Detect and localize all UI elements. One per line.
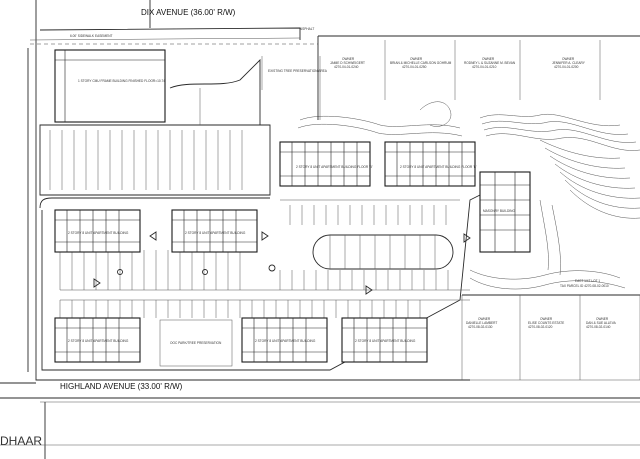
sidewalk-easement-label: 6.00' SIDEWALK EASEMENT — [70, 34, 113, 38]
building-b5: 2 STORY 8 UNIT APARTMENT BUILDING FLOOR … — [384, 141, 477, 187]
owner-4-parcel: 4270-04-01-0200 — [554, 65, 579, 69]
building-b1: 2 STORY 8 UNIT APARTMENT BUILDING FLOOR … — [279, 141, 373, 187]
building-b4-label: 2 STORY 8 UNIT APARTMENT BUILDING — [68, 339, 129, 343]
property-boundary — [27, 0, 640, 381]
north-road-label: DIX AVENUE (36.00' R/W) — [141, 8, 236, 17]
building-b3: 2 STORY 8 UNIT APARTMENT BUILDING — [171, 209, 258, 253]
owner-2-parcel: 4270-04-01-0250 — [402, 65, 427, 69]
building-b6: 2 STORY 8 UNIT APARTMENT BUILDING — [241, 317, 328, 363]
preservation-label: EXISTING TREE PRESERVATION AREA — [268, 69, 328, 73]
owner-7-title: OWNER — [596, 317, 609, 321]
owner-5-name: DANIELLE LAMBERT — [466, 321, 497, 325]
building-b6-label: 2 STORY 8 UNIT APARTMENT BUILDING — [255, 339, 316, 343]
north-parcels — [317, 36, 601, 120]
south-road-label: HIGHLAND AVENUE (33.00' R/W) — [60, 382, 183, 391]
owner-2-name: BRIAN & MICHELLE CARLSON GOHRUM — [390, 61, 452, 65]
building-b5-label: 2 STORY 8 UNIT APARTMENT BUILDING FLOOR … — [400, 165, 477, 169]
building-b7: 2 STORY 8 UNIT APARTMENT BUILDING — [341, 317, 428, 363]
owner-1-parcel: 4270-04-01-0240 — [334, 65, 359, 69]
traffic-arrows — [93, 231, 471, 295]
owner-3-title: OWNER — [482, 57, 495, 61]
parcel-note-label: TAX PARCEL ID 4270-08-02-0010 — [560, 284, 609, 288]
asphalt-label: ASPHALT — [300, 27, 314, 31]
owner-4-name: JENNIFER A. CLEARY — [552, 61, 586, 65]
owner-3-name: RODNEY L & SUZANNE M. BEVAN — [464, 61, 516, 65]
center-island — [312, 234, 454, 270]
grading-contours — [297, 101, 640, 290]
owner-5-title: OWNER — [478, 317, 491, 321]
building-b4: 2 STORY 8 UNIT APARTMENT BUILDING — [54, 317, 141, 363]
owner-labels: OWNER JAMIE D SCHWEIGERT 4270-04-01-0240… — [330, 57, 617, 329]
owner-7-name: DAN & SUE ALLEVA — [586, 321, 617, 325]
building-b3-label: 2 STORY 8 UNIT APARTMENT BUILDING — [185, 231, 246, 235]
owner-6-name: ELISE COUNTS ESTATE — [528, 321, 564, 325]
owner-4-title: OWNER — [562, 57, 575, 61]
owner-6-title: OWNER — [540, 317, 553, 321]
east-lot-label: EAST 1/4T LOT 1 — [575, 279, 600, 283]
building-b2-label: 2 STORY 8 UNIT APARTMENT BUILDING — [68, 231, 129, 235]
owner-1-name: JAMIE D SCHWEIGERT — [330, 61, 365, 65]
building-b7-label: 2 STORY 8 UNIT APARTMENT BUILDING — [355, 339, 416, 343]
owner-2-title: OWNER — [410, 57, 423, 61]
owner-3-parcel: 4270-04-01-0210 — [472, 65, 497, 69]
owner-6-parcel: 4270-08-02-0120 — [528, 325, 553, 329]
southeast-parcels — [461, 294, 640, 381]
owner-5-parcel: 4270-08-02-0130 — [468, 325, 493, 329]
existing-building: 1 STORY CMU FRAME BUILDING FINISHED FLOO… — [54, 49, 166, 123]
park-label: OOC PARK/TREE PRESERVATION — [170, 341, 222, 345]
park-preservation-area: OOC PARK/TREE PRESERVATION EXISTING TREE… — [159, 56, 328, 367]
existing-building-label: 1 STORY CMU FRAME BUILDING FINISHED FLOO… — [78, 79, 165, 83]
building-b2: 2 STORY 8 UNIT APARTMENT BUILDING — [54, 209, 141, 253]
building-b8: MASONRY BUILDING — [479, 171, 531, 253]
south-road — [0, 382, 640, 459]
building-b1-label: 2 STORY 8 UNIT APARTMENT BUILDING FLOOR … — [296, 165, 373, 169]
owner-7-parcel: 4270-08-02-0140 — [586, 325, 611, 329]
owner-1-title: OWNER — [342, 57, 355, 61]
watermark-logo: DHAAR — [0, 434, 42, 448]
building-b8-label: MASONRY BUILDING — [483, 209, 515, 213]
north-parking-lot — [39, 58, 271, 196]
